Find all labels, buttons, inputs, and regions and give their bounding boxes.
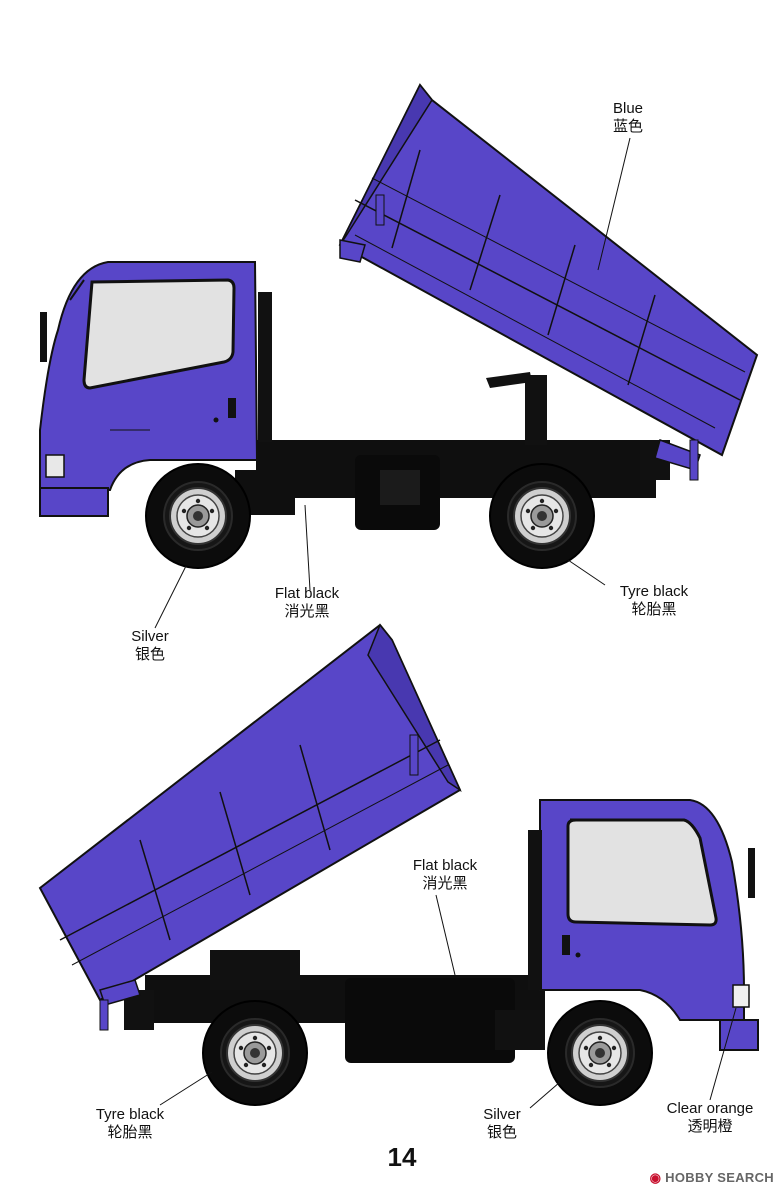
bottom-dump-bed [38, 623, 462, 1031]
label-flat-black-top-zh: 消光黑 [284, 603, 330, 620]
label-flat-black-top-en: Flat black [274, 585, 340, 602]
label-tyre-black-top-en: Tyre black [619, 583, 689, 600]
label-flat-black-bottom-zh: 消光黑 [422, 875, 468, 892]
label-clear-orange: Clear orange 透明橙 [658, 1100, 762, 1136]
label-silver-bottom-zh: 银色 [486, 1124, 517, 1141]
bottom-leader-lines [159, 894, 737, 1109]
label-blue-zh: 蓝色 [612, 118, 643, 135]
label-silver-bottom: Silver 银色 [472, 1106, 532, 1142]
label-silver-bottom-en: Silver [483, 1106, 521, 1123]
label-clear-orange-en: Clear orange [666, 1100, 754, 1117]
label-tyre-black-top: Tyre black 轮胎黑 [604, 583, 704, 619]
watermark-logo-icon: ◉ [649, 1170, 666, 1185]
page-number: 14 [387, 1142, 417, 1172]
top-chassis [235, 372, 670, 530]
label-silver-top-en: Silver [131, 628, 169, 645]
label-flat-black-bottom-en: Flat black [412, 857, 478, 874]
label-clear-orange-zh: 透明橙 [687, 1118, 733, 1135]
bottom-chassis [124, 950, 545, 1063]
top-truck [39, 83, 759, 629]
top-cab [39, 261, 272, 517]
watermark-text: HOBBY SEARCH [665, 1170, 774, 1185]
bottom-rear-wheel [202, 1000, 308, 1106]
label-blue-en: Blue [612, 100, 644, 117]
label-silver-top-zh: 银色 [134, 646, 165, 663]
label-tyre-black-bottom-zh: 轮胎黑 [107, 1124, 153, 1141]
bottom-truck [38, 623, 759, 1109]
top-leader-lines [154, 137, 631, 629]
bottom-cab [528, 799, 759, 1051]
top-front-wheel [145, 463, 251, 569]
label-tyre-black-top-zh: 轮胎黑 [631, 601, 677, 618]
label-silver-top: Silver 银色 [120, 628, 180, 664]
watermark: ◉ HOBBY SEARCH [650, 1170, 774, 1186]
label-tyre-black-bottom: Tyre black 轮胎黑 [80, 1106, 180, 1142]
top-rear-wheel [489, 463, 595, 569]
label-flat-black-top: Flat black 消光黑 [262, 585, 352, 621]
top-dump-bed [338, 83, 759, 481]
bottom-front-wheel [547, 1000, 653, 1106]
label-tyre-black-bottom-en: Tyre black [95, 1106, 165, 1123]
label-blue: Blue 蓝色 [598, 100, 658, 136]
label-flat-black-bottom: Flat black 消光黑 [400, 857, 490, 893]
